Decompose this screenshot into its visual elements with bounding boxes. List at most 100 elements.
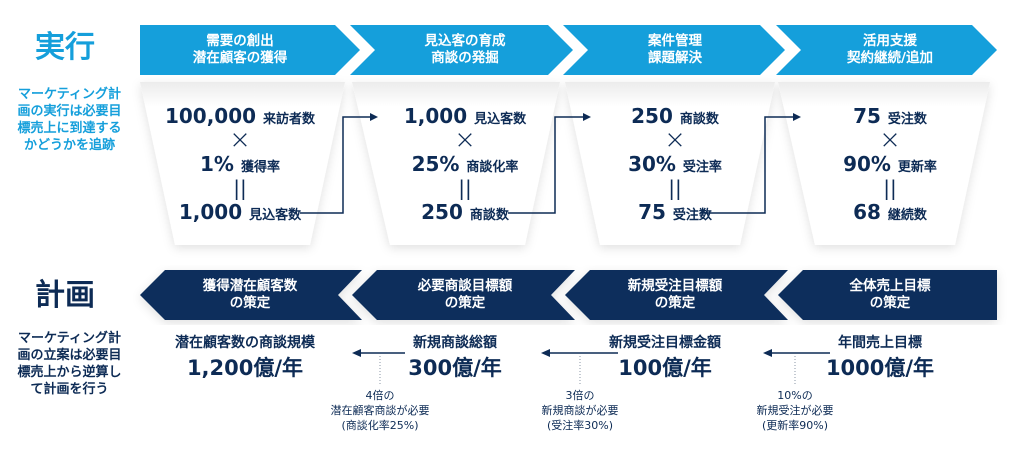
metric-input: 1,000 見込客数 [360, 104, 570, 128]
stage-line2: 潜在顧客の獲得 [192, 50, 288, 66]
exec-chevron-4 [776, 25, 997, 75]
metric-value: 100,000 [164, 104, 257, 128]
exec-stage-metrics: 250 商談数 × 30% 受注率 || 75 受注数 [570, 104, 780, 224]
plan-heading: 潜在顧客数の商談規模 [175, 335, 315, 351]
funnel-2 [352, 82, 560, 245]
exec-chevron-1 [140, 25, 360, 75]
stage-line1: 活用支援 [863, 33, 917, 49]
multiply-icon: × [229, 125, 251, 155]
plan-heading: 新規商談総額 [413, 335, 497, 351]
flow-arrow-1 [300, 116, 372, 214]
metric-rate: 1% 獲得率 [135, 152, 345, 176]
stage-line1: 全体売上目標 [849, 278, 931, 294]
metric-input: 75 受注数 [785, 104, 995, 128]
flow-arrow-2 [508, 116, 585, 214]
multiply-icon: × [879, 125, 901, 155]
metric-label: 商談数 [469, 208, 509, 223]
plan-chevron-1 [140, 270, 362, 320]
funnel-3 [565, 82, 775, 245]
equals-icon: || [458, 176, 472, 200]
stage-line1: 必要商談目標額 [417, 278, 513, 294]
metric-input: 250 商談数 [570, 104, 780, 128]
execution-description: マーケティング計画の実行は必要目標売上に到達するかどうかを追跡 [17, 87, 122, 153]
plan-stage-label: 獲得潜在顧客数の策定 [160, 278, 340, 312]
note-line: (商談化率25%) [341, 419, 419, 432]
stage-line2: の策定 [654, 295, 696, 311]
exec-stage-label: 見込客の育成商談の発掘 [375, 33, 555, 67]
stage-line1: 案件管理 [648, 33, 702, 49]
stage-line2: 商談の発掘 [431, 50, 499, 66]
exec-chevron-2 [350, 25, 573, 75]
metric-value: 250 [421, 200, 463, 224]
note-line: (受注率30%) [546, 419, 614, 432]
plan-stage-label: 必要商談目標額の策定 [375, 278, 555, 312]
metric-label: 更新率 [897, 160, 937, 175]
metric-label: 受注率 [682, 160, 722, 175]
metric-label: 受注数 [672, 208, 712, 223]
funnel-1 [140, 82, 345, 245]
metric-output: 68 継続数 [785, 200, 995, 224]
metric-value: 75 [853, 104, 881, 128]
stage-line1: 新規受注目標額 [627, 278, 723, 294]
flow-arrow-3 [700, 116, 795, 214]
note-line: 新規受注が必要 [756, 404, 834, 417]
plan-heading: 新規受注目標金額 [609, 335, 721, 351]
note-line: (更新率90%) [761, 419, 829, 432]
metric-value: 250 [631, 104, 673, 128]
planning-title: 計画 [35, 278, 95, 313]
metric-label: 獲得率 [240, 160, 280, 175]
planning-description: マーケティング計画の立案は必要目標売上から逆算して計画を行う [17, 331, 122, 397]
plan-note: 10%の新規受注が必要 (更新率90%) [715, 388, 875, 433]
metric-label: 商談数 [679, 112, 719, 127]
stage-line2: 契約継続/追加 [847, 50, 933, 66]
plan-value: 100億/年 [618, 356, 712, 380]
multiply-icon: × [664, 125, 686, 155]
stage-line2: 課題解決 [648, 50, 702, 66]
equals-icon: || [883, 176, 897, 200]
note-line: 3倍の [565, 389, 595, 402]
metric-value: 1% [200, 152, 234, 176]
metric-label: 来訪者数 [263, 112, 316, 127]
metric-rate: 90% 更新率 [785, 152, 995, 176]
metric-rate: 30% 受注率 [570, 152, 780, 176]
plan-heading: 年間売上目標 [838, 335, 922, 351]
plan-value: 300億/年 [408, 356, 502, 380]
metric-input: 100,000 来訪者数 [135, 104, 345, 128]
exec-stage-label: 需要の創出潜在顧客の獲得 [150, 33, 330, 67]
metric-output: 250 商談数 [360, 200, 570, 224]
exec-stage-label: 案件管理課題解決 [585, 33, 765, 67]
metric-label: 見込客数 [249, 208, 302, 223]
stage-line2: の策定 [444, 295, 486, 311]
exec-stage-label: 活用支援契約継続/追加 [800, 33, 980, 67]
note-line: 10%の [777, 389, 813, 402]
equals-icon: || [233, 176, 247, 200]
metric-value: 68 [853, 200, 881, 224]
plan-value: 1,200億/年 [186, 356, 304, 380]
exec-stage-metrics: 75 受注数 × 90% 更新率 || 68 継続数 [785, 104, 995, 224]
plan-note: 4倍の潜在顧客商談が必要 (商談化率25%) [300, 388, 460, 433]
metric-label: 見込客数 [474, 112, 527, 127]
metric-output: 75 受注数 [570, 200, 780, 224]
note-line: 潜在顧客商談が必要 [330, 404, 430, 417]
multiply-icon: × [454, 125, 476, 155]
stage-line1: 需要の創出 [206, 33, 274, 49]
note-line: 4倍の [365, 389, 395, 402]
funnel-4 [778, 82, 990, 245]
metric-output: 1,000 見込客数 [135, 200, 345, 224]
plan-value: 1000億/年 [825, 356, 935, 380]
stage-line2: の策定 [869, 295, 911, 311]
stage-line1: 見込客の育成 [424, 33, 506, 49]
metric-value: 25% [411, 152, 460, 176]
metric-label: 受注数 [887, 112, 927, 127]
exec-stage-metrics: 100,000 来訪者数 × 1% 獲得率 || 1,000 見込客数 [135, 104, 345, 224]
plan-stage-label: 新規受注目標額の策定 [585, 278, 765, 312]
stage-line2: の策定 [229, 295, 271, 311]
metric-label: 継続数 [887, 208, 927, 223]
metric-value: 90% [843, 152, 891, 176]
metric-value: 75 [638, 200, 666, 224]
plan-chevron-4 [778, 270, 997, 320]
plan-chevron-3 [565, 270, 788, 320]
execution-title: 実行 [35, 30, 95, 65]
metric-value: 1,000 [403, 104, 468, 128]
